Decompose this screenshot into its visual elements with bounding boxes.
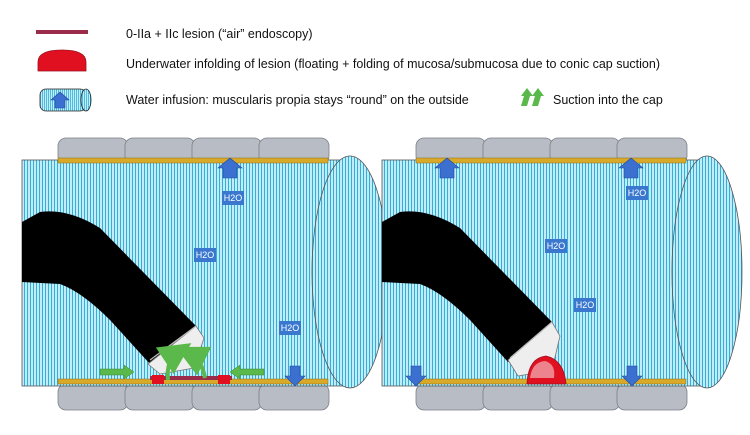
- green-right-arrow-icon: [99, 364, 135, 380]
- top-folds: [415, 137, 688, 165]
- water-label: H2O: [279, 321, 301, 335]
- legend-lesion-air: 0-IIa + IIc lesion (“air” endoscopy): [36, 27, 313, 41]
- top-folds: [57, 137, 330, 165]
- blue-up-arrow-icon: [434, 157, 460, 179]
- green-left-arrow-icon: [229, 364, 265, 380]
- water-label: H2O: [626, 186, 648, 200]
- cylinder-end: [311, 155, 389, 389]
- left-panel: H2O H2O H2O: [21, 137, 389, 411]
- legend-underwater-infolding: Underwater infolding of lesion (floating…: [37, 49, 660, 72]
- lesion-infolded-highlight: [530, 361, 555, 378]
- blue-down-arrow-icon: [405, 365, 427, 387]
- muscle-band-top: [57, 157, 329, 164]
- blue-up-arrow-icon: [50, 91, 70, 109]
- green-suction-arrow-icon: [521, 88, 544, 106]
- svg-text:H2O: H2O: [547, 241, 566, 251]
- bottom-folds: [57, 383, 330, 411]
- svg-text:H2O: H2O: [224, 193, 243, 203]
- svg-text:H2O: H2O: [576, 300, 595, 310]
- bottom-folds: [415, 383, 688, 411]
- blue-up-arrow-icon: [618, 157, 644, 179]
- cylinder-end: [671, 155, 743, 389]
- legend: 0-IIa + IIc lesion (“air” endoscopy) Und…: [36, 27, 663, 112]
- green-suction-arrow-icon: [175, 346, 212, 379]
- lesion-edge-left: [152, 375, 164, 384]
- lesion-bar-icon: [36, 30, 88, 34]
- water-label: H2O: [194, 248, 216, 262]
- lesion-edge-right: [218, 375, 230, 384]
- legend-water-infusion-label: Water infusion: muscularis propia stays …: [126, 93, 469, 107]
- cylinder-icon: [39, 88, 92, 112]
- svg-text:H2O: H2O: [628, 188, 647, 198]
- water-label: H2O: [574, 298, 596, 312]
- water-label: H2O: [545, 239, 567, 253]
- legend-lesion-air-label: 0-IIa + IIc lesion (“air” endoscopy): [126, 27, 313, 41]
- legend-underwater-infolding-label: Underwater infolding of lesion (floating…: [126, 57, 660, 71]
- lesion-fold-icon: [37, 49, 87, 72]
- legend-suction: Suction into the cap: [521, 88, 663, 107]
- svg-text:H2O: H2O: [281, 323, 300, 333]
- blue-down-arrow-icon: [621, 365, 643, 387]
- blue-up-arrow-icon: [217, 157, 243, 179]
- muscle-band-top: [415, 157, 687, 164]
- right-panel: H2O H2O H2O: [381, 137, 743, 411]
- lesion-bar: [150, 376, 232, 380]
- blue-down-arrow-icon: [284, 365, 306, 387]
- water-label: H2O: [222, 191, 244, 205]
- legend-suction-label: Suction into the cap: [553, 93, 663, 107]
- legend-water-infusion: Water infusion: muscularis propia stays …: [39, 88, 469, 112]
- svg-text:H2O: H2O: [196, 250, 215, 260]
